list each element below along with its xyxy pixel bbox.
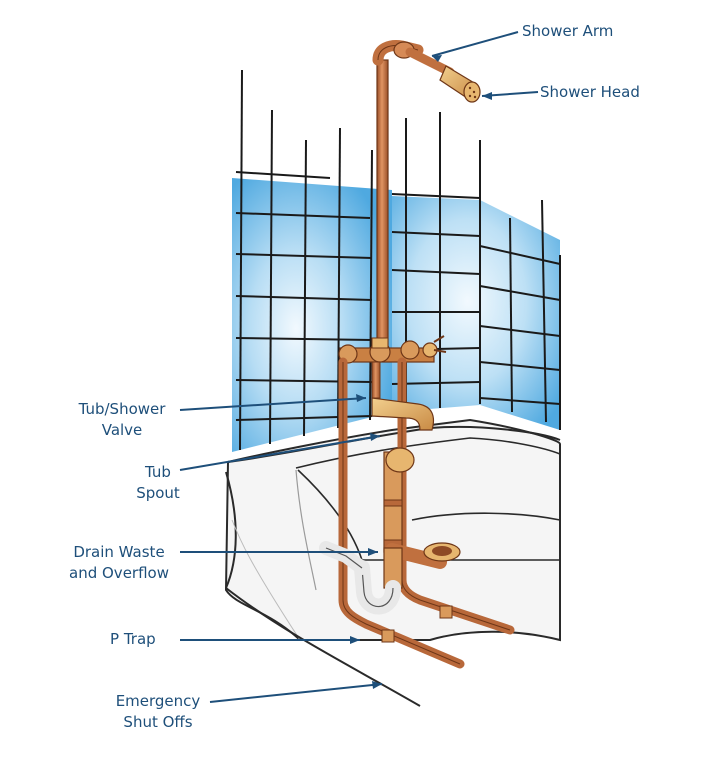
label-shutoffs-line2: Shut Offs — [123, 713, 193, 731]
drain-assembly — [319, 447, 461, 615]
label-shower-arm: Shower Arm — [522, 22, 614, 40]
label-p-trap: P Trap — [110, 630, 156, 648]
label-tub-spout-line1: Tub — [145, 463, 171, 481]
label-drain-line2: and Overflow — [69, 564, 169, 582]
label-drain-line1: Drain Waste — [73, 543, 165, 561]
leader-lines — [179, 31, 539, 703]
label-tub-shower-valve: Tub/Shower Valve — [66, 399, 178, 441]
tile-wall-left — [232, 69, 392, 452]
tile-wall-right — [391, 112, 561, 430]
supply-pipes — [338, 40, 515, 669]
label-shower-head: Shower Head — [540, 83, 640, 101]
label-tub-spout-line2: Spout — [136, 484, 180, 502]
label-shutoffs-line1: Emergency — [115, 692, 201, 710]
label-tub-shower-valve-line1: Tub/Shower — [78, 400, 166, 418]
label-drain-waste-overflow: Drain Waste and Overflow — [56, 542, 182, 584]
label-tub-spout: Tub Spout — [118, 462, 198, 504]
label-emergency-shut-offs: Emergency Shut Offs — [104, 691, 212, 733]
label-tub-shower-valve-line2: Valve — [101, 421, 143, 439]
